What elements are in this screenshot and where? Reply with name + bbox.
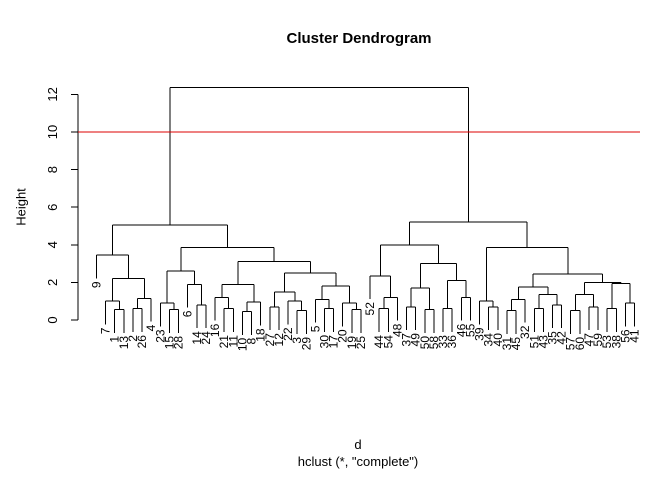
leaf-label: 14 xyxy=(190,331,204,345)
leaf-label: 42 xyxy=(555,331,569,345)
leaf-label: 59 xyxy=(591,333,605,347)
leaf-label: 25 xyxy=(354,336,368,350)
leaf-label: 24 xyxy=(199,331,213,345)
leaf-label: 55 xyxy=(463,323,477,337)
leaf-label: 40 xyxy=(491,333,505,347)
leaf-label: 15 xyxy=(163,336,177,350)
leaf-label: 41 xyxy=(628,329,642,343)
leaf-label: 34 xyxy=(482,333,496,347)
leaf-label: 23 xyxy=(153,329,167,343)
leaf-label: 13 xyxy=(117,336,131,350)
method-caption: hclust (*, "complete") xyxy=(297,454,419,469)
leaf-label: 6 xyxy=(181,310,195,317)
leaf-label: 3 xyxy=(290,337,304,344)
leaf-label: 52 xyxy=(363,302,377,316)
leaf-label: 58 xyxy=(427,336,441,350)
y-tick-label: 2 xyxy=(45,279,60,286)
leaf-label: 2 xyxy=(126,335,140,342)
leaf-label: 18 xyxy=(254,328,268,342)
leaf-label: 36 xyxy=(445,335,459,349)
leaf-label: 11 xyxy=(226,335,240,348)
leaf-label: 49 xyxy=(409,333,423,347)
leaf-label: 47 xyxy=(582,333,596,347)
leaf-label: 28 xyxy=(172,336,186,350)
leaf-label: 4 xyxy=(144,324,158,331)
leaf-label: 31 xyxy=(500,337,514,351)
leaf-label: 16 xyxy=(208,323,222,337)
leaf-label: 51 xyxy=(527,335,541,349)
leaf-label: 32 xyxy=(518,325,532,339)
y-tick-label: 6 xyxy=(45,204,60,211)
leaf-label: 8 xyxy=(245,337,259,344)
y-axis-title: Height xyxy=(13,188,29,226)
chart-title: Cluster Dendrogram xyxy=(286,30,432,47)
leaf-label: 37 xyxy=(400,333,414,347)
leaf-label: 57 xyxy=(564,337,578,351)
leaf-label: 35 xyxy=(546,331,560,345)
leaf-label: 48 xyxy=(391,323,405,337)
leaf-label: 26 xyxy=(135,335,149,349)
leaf-label: 9 xyxy=(90,281,104,288)
leaf-label: 1 xyxy=(108,336,122,343)
leaf-label: 10 xyxy=(235,337,249,351)
leaf-label: 56 xyxy=(619,329,633,343)
leaf-label: 7 xyxy=(99,327,113,334)
leaf-label: 27 xyxy=(263,333,277,347)
leaf-label: 39 xyxy=(473,327,487,341)
x-axis-title: d xyxy=(354,437,362,452)
y-tick-label: 12 xyxy=(45,87,60,101)
leaf-label: 17 xyxy=(327,335,341,349)
leaf-label: 22 xyxy=(281,327,295,341)
leaf-label: 21 xyxy=(217,335,231,349)
leaf-label: 12 xyxy=(272,333,286,347)
leaf-label: 53 xyxy=(600,335,614,349)
leaf-label: 45 xyxy=(509,337,523,351)
y-tick-label: 8 xyxy=(45,166,60,173)
leaf-label: 38 xyxy=(609,335,623,349)
leaf-label: 60 xyxy=(573,337,587,351)
y-tick-label: 4 xyxy=(45,241,60,248)
leaf-label: 20 xyxy=(336,329,350,343)
leaf-label: 50 xyxy=(418,336,432,350)
leaf-label: 30 xyxy=(318,335,332,349)
y-tick-label: 10 xyxy=(45,125,60,139)
leaf-label: 33 xyxy=(436,335,450,349)
leaf-label: 44 xyxy=(372,335,386,349)
leaf-label: 29 xyxy=(299,337,313,351)
leaf-label: 54 xyxy=(381,335,395,349)
leaf-label: 46 xyxy=(454,323,468,337)
leaf-label: 19 xyxy=(345,336,359,350)
leaf-label: 43 xyxy=(536,335,550,349)
y-tick-label: 0 xyxy=(45,316,60,323)
leaf-label: 5 xyxy=(308,325,322,332)
